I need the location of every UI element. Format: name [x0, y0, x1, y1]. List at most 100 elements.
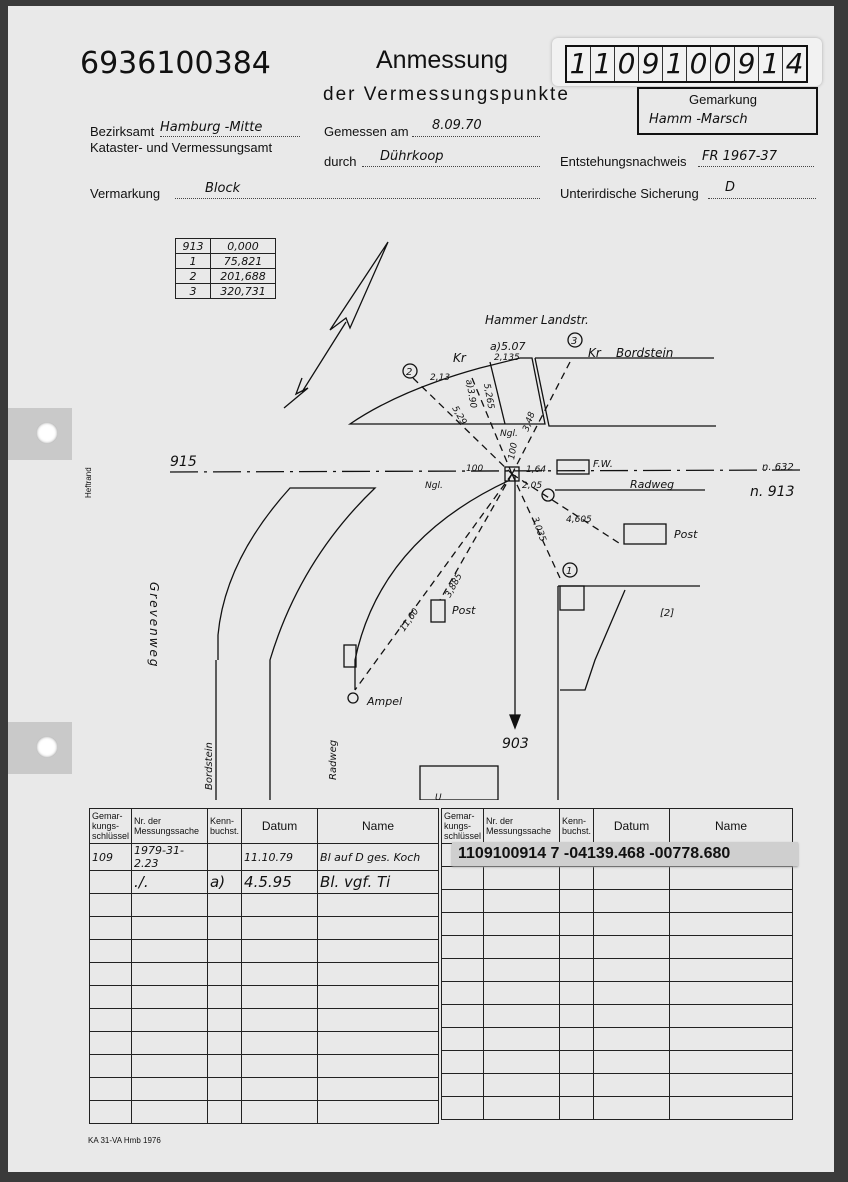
table-cell	[440, 958, 485, 982]
table-cell	[88, 1100, 133, 1124]
table-cell	[131, 939, 209, 963]
bezirksamt-label: Bezirksamt	[90, 124, 155, 139]
table-cell	[131, 1054, 209, 1078]
table-row	[440, 889, 793, 913]
table-row	[88, 1008, 439, 1032]
parcel-label: [2]	[660, 608, 674, 619]
table-cell	[559, 958, 595, 982]
table-cell	[241, 1031, 319, 1055]
table-cell	[559, 935, 595, 959]
table-cell	[483, 1073, 561, 1097]
point-cell: 913	[175, 238, 211, 254]
table-cell	[593, 935, 671, 959]
column-header: Datum	[593, 808, 671, 844]
table-cell: 1979-31-2.23	[131, 843, 209, 871]
table-cell	[88, 962, 133, 986]
table-row	[440, 1027, 793, 1051]
table-cell	[559, 1050, 595, 1074]
measurement: 3,885	[444, 572, 465, 600]
point-id-digit: 1	[567, 47, 591, 81]
table-cell	[483, 1096, 561, 1120]
table-cell	[669, 1027, 793, 1051]
table-cell	[593, 889, 671, 913]
table-cell	[88, 1077, 133, 1101]
grevenweg-label: Grevenweg	[147, 582, 161, 669]
table-cell	[593, 1096, 671, 1120]
table-row	[440, 981, 793, 1005]
gemessen-value: 8.09.70	[432, 118, 482, 133]
point-913-label: n. 913	[750, 484, 795, 500]
table-cell: 109	[88, 843, 133, 871]
table-cell	[593, 981, 671, 1005]
table-cell	[207, 1008, 243, 1032]
table-cell	[88, 893, 133, 917]
table-cell	[593, 1004, 671, 1028]
column-header: Datum	[241, 808, 319, 844]
table-cell	[207, 939, 243, 963]
table-cell: a)	[207, 870, 243, 894]
table-cell	[241, 916, 319, 940]
fw-label: F.W.	[593, 459, 613, 470]
table-cell	[131, 916, 209, 940]
column-header: Gemar-kungs-schlüssel	[88, 808, 133, 844]
measurement: 2,135	[494, 353, 520, 363]
table-cell	[207, 1031, 243, 1055]
table-row	[440, 912, 793, 936]
table-cell	[440, 1073, 485, 1097]
table-cell	[207, 1054, 243, 1078]
table-cell	[317, 962, 439, 986]
table-cell	[207, 962, 243, 986]
table-cell	[131, 1100, 209, 1124]
table-cell	[483, 1027, 561, 1051]
point-id-digit: 0	[711, 47, 735, 81]
table-cell	[483, 889, 561, 913]
column-header: Name	[669, 808, 793, 844]
table-cell: 4.5.95	[241, 870, 319, 894]
table-cell	[317, 939, 439, 963]
table-cell	[559, 981, 595, 1005]
location-sketch: Hammer Landstr. Bordstein Kr Kr 2 3 1 91…	[147, 241, 801, 800]
radweg-label: Radweg	[328, 740, 339, 780]
entstehung-label: Entstehungsnachweis	[560, 154, 687, 169]
table-cell	[241, 1008, 319, 1032]
punch-hole	[8, 722, 72, 774]
table-cell	[88, 939, 133, 963]
table-cell	[593, 1027, 671, 1051]
table-cell	[669, 958, 793, 982]
gemarkung-value: Hamm -Marsch	[649, 112, 748, 127]
table-cell	[131, 985, 209, 1009]
table-cell	[207, 916, 243, 940]
table-cell	[241, 985, 319, 1009]
column-header: Gemar-kungs-schlüssel	[440, 808, 485, 844]
point-id-digit: 0	[615, 47, 639, 81]
table-row	[440, 1004, 793, 1028]
point-632-label: n. 632	[762, 462, 794, 473]
form-id: KA 31-VA Hmb 1976	[88, 1136, 161, 1145]
table-cell	[317, 1054, 439, 1078]
measurement: 2,05	[522, 481, 542, 491]
column-header: Nr. der Messungssache	[131, 808, 209, 844]
table-cell: ./.	[131, 870, 209, 894]
post-label: Post	[452, 604, 476, 617]
table-cell	[669, 889, 793, 913]
amt-label: Kataster- und Vermessungsamt	[90, 140, 273, 155]
table-row	[88, 1077, 439, 1101]
table-cell	[241, 1077, 319, 1101]
measurement: Ngl.	[500, 429, 518, 439]
bezirksamt-value: Hamburg -Mitte	[160, 120, 263, 135]
bordstein-label: Bordstein	[616, 346, 673, 360]
durch-label: durch	[324, 154, 357, 169]
measurement: 3,035	[529, 516, 547, 544]
archive-number: 6936100384	[80, 46, 271, 81]
point-id-digit: 1	[591, 47, 615, 81]
form-subtitle: der Vermessungspunkte	[323, 84, 570, 105]
gemarkung-label: Gemarkung	[689, 92, 757, 107]
column-header: Kenn-buchst.	[207, 808, 243, 844]
table-row	[88, 939, 439, 963]
